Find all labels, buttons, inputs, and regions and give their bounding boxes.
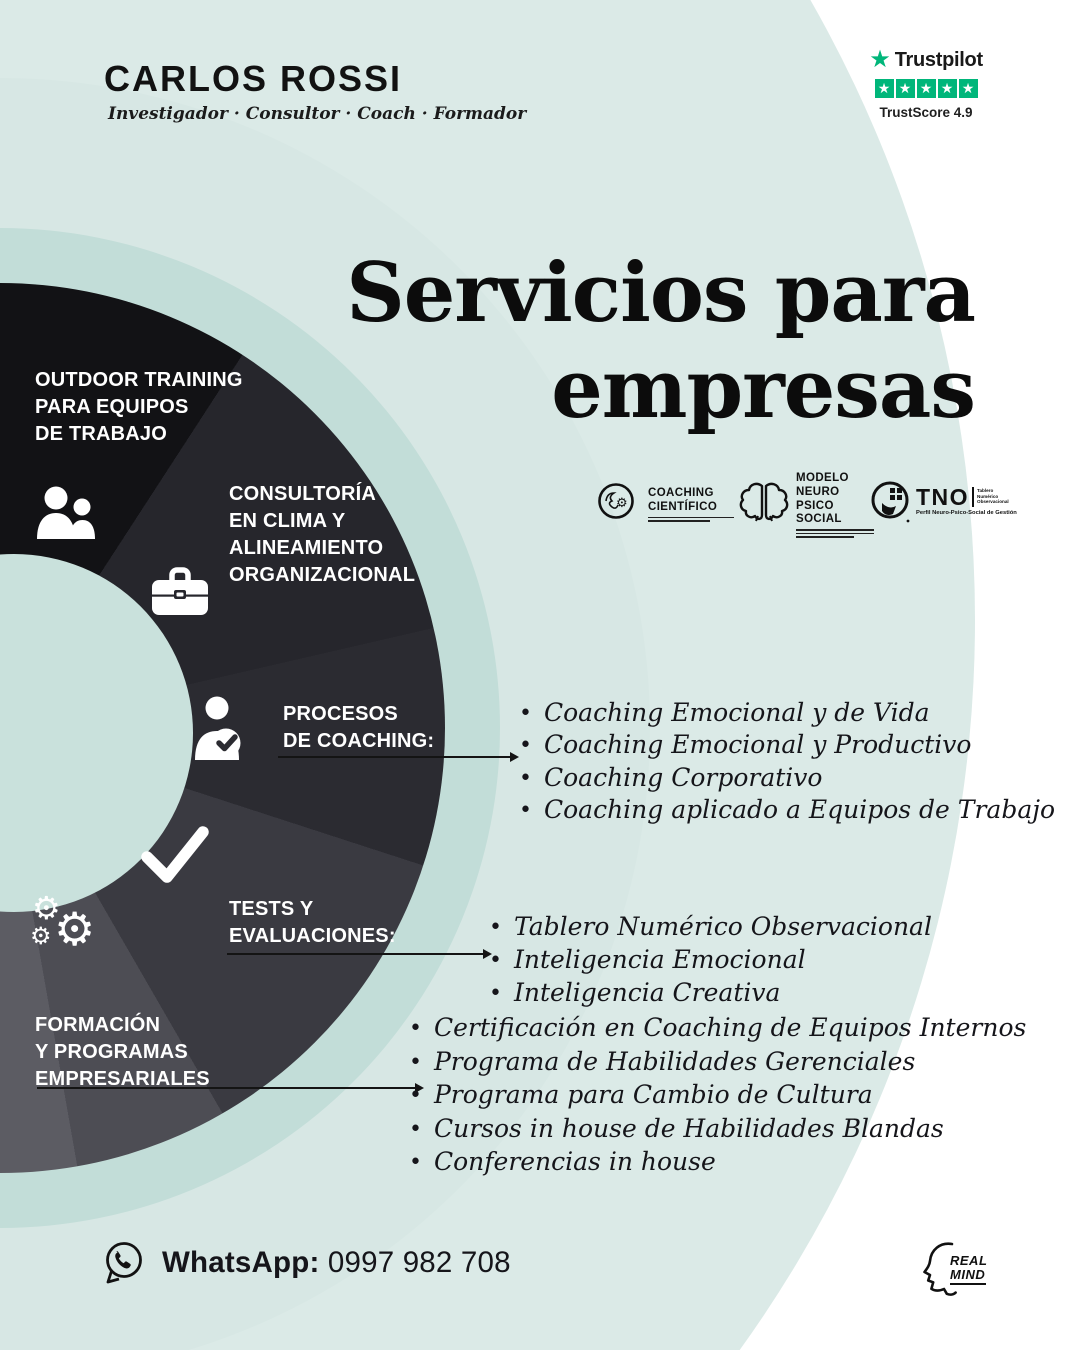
coaching-list: Coaching Emocional y de Vida Coaching Em… — [519, 698, 1055, 827]
realmind-line1: REAL — [950, 1253, 987, 1268]
star-icon: ★ — [958, 79, 978, 98]
label-line: EN CLIMA Y — [229, 510, 346, 532]
badge-line: MODELO — [796, 472, 849, 484]
realmind-line2: MIND — [950, 1267, 985, 1282]
check-icon — [141, 826, 209, 883]
whatsapp-number: 0997 982 708 — [327, 1246, 511, 1279]
realmind-bar — [950, 1283, 986, 1285]
wheel-label-formacion: FORMACIÓN Y PROGRAMAS EMPRESARIALES — [35, 1012, 210, 1093]
label-line: TESTS Y — [229, 898, 314, 920]
label-line: FORMACIÓN — [35, 1014, 161, 1036]
badge-line: CIENTÍFICO — [648, 500, 718, 513]
star-icon: ★ — [916, 79, 936, 98]
main-title-line1: Servicios para — [346, 246, 976, 341]
trustpilot-star-rating: ★ ★ ★ ★ ★ — [874, 79, 978, 98]
list-item: Coaching aplicado a Equipos de Trabajo — [519, 795, 1055, 827]
trustpilot-brand-row: ★ Trustpilot — [869, 48, 983, 72]
tno-side-line: Numérico — [977, 493, 999, 499]
wheel-label-outdoor: OUTDOOR TRAINING PARA EQUIPOS DE TRABAJO — [35, 367, 243, 448]
brand-tagline: Investigador · Consultor · Coach · Forma… — [108, 104, 527, 124]
people-icon — [37, 486, 95, 539]
label-line: Y PROGRAMAS — [35, 1041, 188, 1063]
realmind-logo: REAL MIND — [923, 1242, 987, 1296]
tno-side-line: Tablero — [977, 488, 994, 493]
svg-text:⚙: ⚙ — [616, 496, 628, 511]
wheel-label-procesos: PROCESOS DE COACHING: — [283, 701, 434, 755]
whatsapp-text: WhatsApp: 0997 982 708 — [162, 1246, 511, 1280]
list-item: Inteligencia Emocional — [489, 944, 932, 977]
whatsapp-label: WhatsApp: — [162, 1246, 320, 1279]
label-line: EVALUACIONES: — [229, 925, 396, 947]
list-item: Coaching Emocional y Productivo — [519, 730, 1055, 762]
trustscore-label: TrustScore 4.9 — [879, 105, 973, 120]
list-item: Programa de Habilidades Gerenciales — [409, 1046, 1026, 1080]
list-item: Inteligencia Creativa — [489, 977, 932, 1010]
main-title: Servicios para empresas — [346, 246, 976, 439]
label-line: ORGANIZACIONAL — [229, 564, 416, 586]
label-line: DE COACHING: — [283, 730, 435, 752]
badge-line: PSICO — [796, 499, 834, 512]
briefcase-icon — [152, 567, 208, 615]
gear-glyph: ⚙ — [54, 902, 96, 956]
list-item: Tablero Numérico Observacional — [489, 911, 932, 944]
star-icon: ★ — [874, 79, 894, 98]
gears-icon: ⚙ ⚙ ⚙ — [28, 892, 104, 968]
list-item: Certificación en Coaching de Equipos Int… — [409, 1012, 1026, 1046]
label-line: PARA EQUIPOS — [35, 396, 189, 418]
tno-head-icon — [871, 481, 910, 523]
list-item: Coaching Corporativo — [519, 763, 1055, 795]
whatsapp-icon — [106, 1242, 142, 1284]
list-item: Cursos in house de Habilidades Blandas — [409, 1113, 1026, 1147]
tests-list: Tablero Numérico Observacional Inteligen… — [489, 911, 932, 1010]
label-line: DE TRABAJO — [35, 423, 168, 445]
star-icon: ★ — [937, 79, 957, 98]
tno-side-line: Observacional — [977, 499, 1009, 505]
main-title-line2: empresas — [551, 342, 976, 438]
person-check-icon — [195, 696, 241, 760]
arrow-procesos — [278, 751, 519, 762]
tno-side-text: Tablero Numérico Observacional — [977, 488, 1009, 505]
coaching-cientifico-icon: ⚙ — [598, 483, 634, 519]
wheel-label-tests: TESTS Y EVALUACIONES: — [229, 896, 396, 950]
trustpilot-star-icon: ★ — [869, 46, 891, 73]
badge-line: NEURO — [796, 485, 840, 498]
label-line: OUTDOOR TRAINING — [35, 369, 243, 391]
gear-glyph: ⚙ — [30, 922, 52, 950]
arrow-formacion — [37, 1082, 424, 1093]
list-item: Coaching Emocional y de Vida — [519, 698, 1055, 730]
arrow-tests — [227, 948, 492, 959]
page-title: CARLOS ROSSI — [104, 58, 403, 99]
modelo-neuro-label: MODELO NEURO PSICO SOCIAL — [796, 472, 874, 538]
label-line: CONSULTORÍA — [229, 483, 377, 505]
tno-acronym: TNO — [916, 484, 970, 510]
brain-icon — [739, 482, 789, 522]
wheel-label-consultoria: CONSULTORÍA EN CLIMA Y ALINEAMIENTO ORGA… — [229, 481, 415, 589]
badge-line: SOCIAL — [796, 513, 842, 526]
list-item: Conferencias in house — [409, 1146, 1026, 1180]
badge-tagline-bars — [648, 516, 734, 522]
formacion-list: Certificación en Coaching de Equipos Int… — [409, 1012, 1026, 1180]
coaching-cientifico-label: COACHING CIENTÍFICO — [648, 487, 734, 522]
badge-line: COACHING — [648, 487, 714, 499]
tno-divider — [972, 487, 974, 507]
gear-glyph: ⚙ — [32, 889, 61, 927]
whatsapp-contact[interactable]: WhatsApp: 0997 982 708 — [102, 1240, 511, 1286]
label-line: EMPRESARIALES — [35, 1068, 210, 1090]
label-line: ALINEAMIENTO — [229, 537, 384, 559]
list-item: Programa para Cambio de Cultura — [409, 1079, 1026, 1113]
star-icon: ★ — [895, 79, 915, 98]
trustpilot-brand-label: Trustpilot — [894, 48, 983, 71]
tno-subtitle: Perfil Neuro-Psico-Social de Gestión — [916, 510, 1017, 516]
label-line: PROCESOS — [283, 703, 398, 725]
trustpilot-badge[interactable]: ★ Trustpilot ★ ★ ★ ★ ★ TrustScore 4.9 — [866, 48, 986, 121]
badge-tagline-bars — [796, 529, 874, 538]
